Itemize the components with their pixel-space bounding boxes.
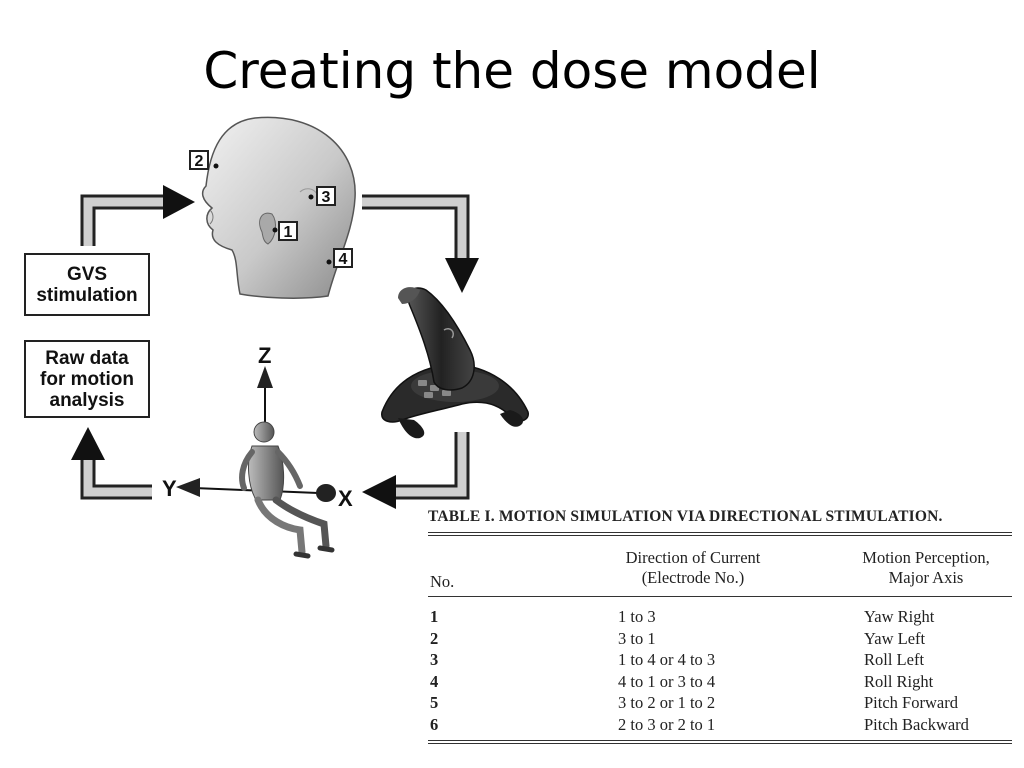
cell-direction: 2 to 3 or 2 to 1 — [618, 714, 716, 734]
header-no: No. — [430, 572, 455, 591]
cell-direction: 1 to 3 — [618, 607, 656, 626]
table-caption: TABLE I. MOTION SIMULATION VIA DIRECTION… — [428, 508, 943, 525]
cell-direction: 3 to 2 or 1 to 2 — [618, 693, 716, 712]
seated-human-icon — [239, 421, 335, 559]
gvs-label-line-1: GVS — [66, 263, 108, 285]
table-row: 6 2 to 3 or 2 to 1 Pitch Backward — [428, 715, 1012, 737]
cell-motion: Roll Right — [864, 671, 934, 691]
cell-motion: Roll Left — [864, 650, 925, 669]
header-direction-line-2: (Electrode No.) — [641, 568, 745, 587]
cell-direction: 3 to 1 — [618, 628, 656, 648]
flow-arrow-icon — [80, 194, 470, 500]
slide-title: Creating the dose model — [203, 42, 821, 100]
cell-no: 1 — [430, 607, 439, 626]
flow-arrowheads — [71, 185, 479, 509]
raw-label-line-1: Raw data — [45, 347, 129, 369]
gvs-stimulation-box: GVS stimulation — [24, 253, 150, 316]
table-bottom-rule — [428, 740, 1012, 744]
joystick-icon — [381, 287, 529, 439]
cell-motion: Pitch Forward — [864, 693, 958, 712]
table-header: No. Direction of Current (Electrode No.)… — [428, 536, 1012, 596]
electrode-label-2: 2 — [189, 150, 209, 170]
axis-label-x: X — [338, 486, 353, 511]
table-row: 3 1 to 4 or 4 to 3 Roll Left — [428, 650, 1012, 672]
cell-no: 4 — [430, 671, 439, 691]
cell-direction: 4 to 1 or 3 to 4 — [618, 671, 716, 691]
cell-no: 3 — [430, 650, 439, 669]
electrode-label-3: 3 — [316, 186, 336, 206]
cell-no: 2 — [430, 628, 439, 648]
cell-no: 6 — [430, 714, 439, 734]
axis-label-y: Y — [162, 476, 177, 501]
table-row: 1 1 to 3 Yaw Right — [428, 607, 1012, 629]
table-top-rule — [428, 532, 1012, 536]
header-direction-line-1: Direction of Current — [625, 548, 761, 567]
head-icon — [201, 116, 356, 299]
electrode-label-1: 1 — [278, 221, 298, 241]
cell-no: 5 — [430, 693, 439, 712]
table-row: 4 4 to 1 or 3 to 4 Roll Right — [428, 672, 1012, 694]
gvs-label-line-2: stimulation — [36, 284, 138, 306]
axis-label-z: Z — [258, 343, 272, 368]
header-motion-line-1: Motion Perception, — [862, 548, 990, 567]
cell-motion: Yaw Left — [864, 628, 926, 648]
header-motion-line-2: Major Axis — [888, 568, 964, 587]
table-body: 1 1 to 3 Yaw Right 2 3 to 1 Yaw Left 3 1… — [428, 597, 1012, 736]
raw-data-box: Raw data for motion analysis — [24, 340, 150, 418]
cell-motion: Yaw Right — [864, 607, 935, 626]
cell-direction: 1 to 4 or 4 to 3 — [618, 650, 716, 669]
raw-label-line-2: for motion — [40, 368, 134, 390]
motion-simulation-table: TABLE I. MOTION SIMULATION VIA DIRECTION… — [428, 508, 1012, 744]
table-row: 5 3 to 2 or 1 to 2 Pitch Forward — [428, 693, 1012, 715]
cell-motion: Pitch Backward — [864, 714, 969, 734]
table-row: 2 3 to 1 Yaw Left — [428, 629, 1012, 651]
electrode-label-4: 4 — [333, 248, 353, 268]
raw-label-line-3: analysis — [49, 389, 125, 411]
table-header-rule — [428, 596, 1012, 597]
